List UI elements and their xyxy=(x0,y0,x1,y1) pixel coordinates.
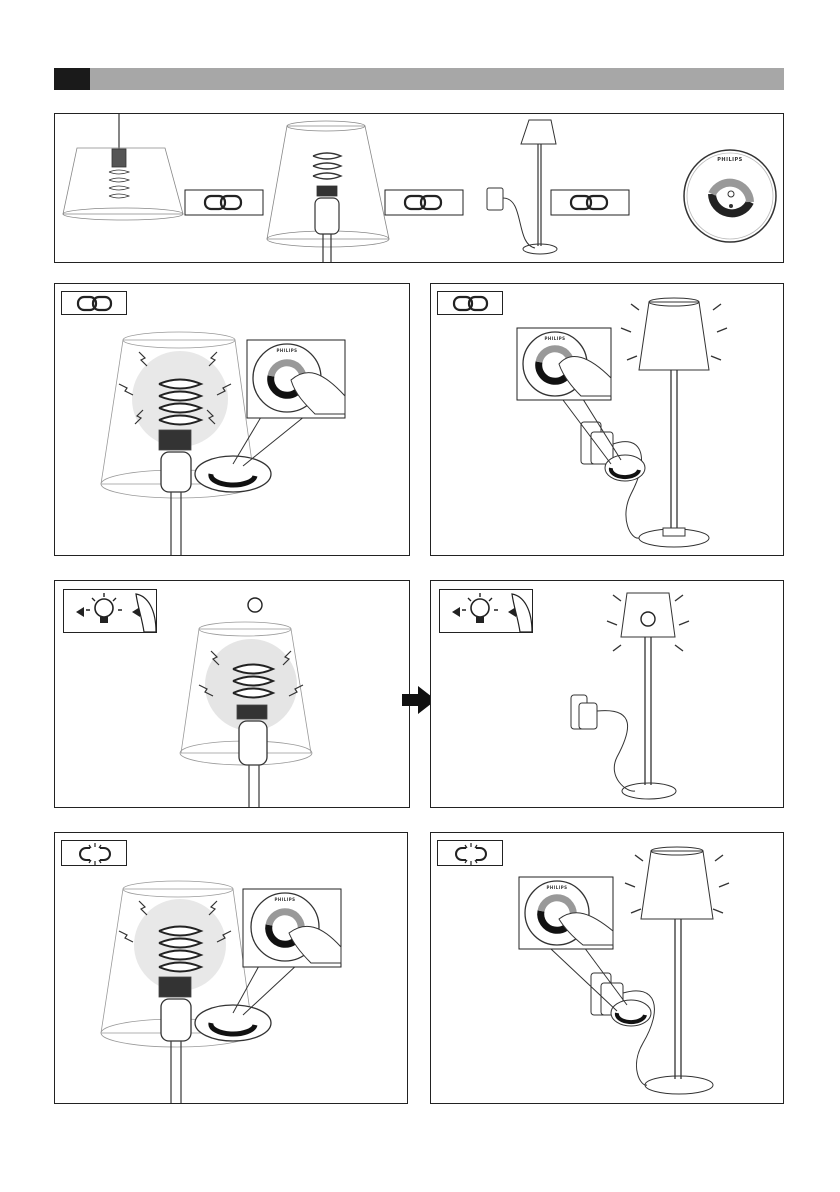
remote-closeup-illustration: PHILIPS xyxy=(243,889,341,967)
bulb-toggle-icon xyxy=(63,589,157,633)
chain-link-icon xyxy=(385,190,463,215)
table-lamp-lit-illustration xyxy=(180,622,312,808)
remote-closeup-illustration: PHILIPS xyxy=(517,328,611,400)
floor-lamp-illustration xyxy=(607,593,689,799)
toggle-bulb-panel xyxy=(54,580,410,808)
broken-chain-icon xyxy=(437,840,503,866)
indicator-circle-icon xyxy=(641,612,655,626)
plug-adapter-illustration xyxy=(571,695,635,791)
floor-lamp-illustration xyxy=(621,298,727,547)
unlink-plug-panel: PHILIPS xyxy=(430,832,784,1104)
overview-panel: PHILIPS xyxy=(54,113,784,263)
section-header-bar xyxy=(54,68,784,90)
broken-chain-icon xyxy=(61,840,127,866)
floor-lamp-illustration xyxy=(625,847,729,1094)
chain-link-icon xyxy=(551,190,629,215)
chain-link-icon xyxy=(437,291,503,315)
brand-label: PHILIPS xyxy=(276,348,297,353)
unlink-bulb-panel: PHILIPS xyxy=(54,832,408,1104)
brand-label: PHILIPS xyxy=(274,897,295,902)
brand-label: PHILIPS xyxy=(544,336,565,341)
remote-control-illustration xyxy=(195,402,305,492)
pendant-lamp-illustration xyxy=(63,114,183,220)
link-bulb-panel: PHILIPS xyxy=(54,283,410,556)
toggle-plug-panel xyxy=(430,580,784,808)
table-lamp-lit-illustration xyxy=(101,332,255,556)
chain-link-icon xyxy=(61,291,127,315)
table-lamp-lit-illustration xyxy=(101,881,253,1104)
remote-control-illustration: PHILIPS xyxy=(684,150,776,242)
floor-lamp-illustration xyxy=(487,120,557,254)
remote-control-illustration xyxy=(195,955,299,1041)
plug-adapter-illustration xyxy=(563,396,645,538)
plug-adapter-illustration xyxy=(551,943,654,1085)
bulb-toggle-icon xyxy=(439,589,533,633)
chain-link-icon xyxy=(185,190,263,215)
table-lamp-illustration xyxy=(267,121,389,263)
section-number-block xyxy=(54,68,90,90)
brand-label: PHILIPS xyxy=(717,157,743,163)
remote-closeup-illustration: PHILIPS xyxy=(247,340,345,418)
remote-closeup-illustration: PHILIPS xyxy=(519,877,613,949)
link-plug-panel: PHILIPS xyxy=(430,283,784,556)
brand-label: PHILIPS xyxy=(546,885,567,890)
indicator-circle-icon xyxy=(248,598,262,612)
